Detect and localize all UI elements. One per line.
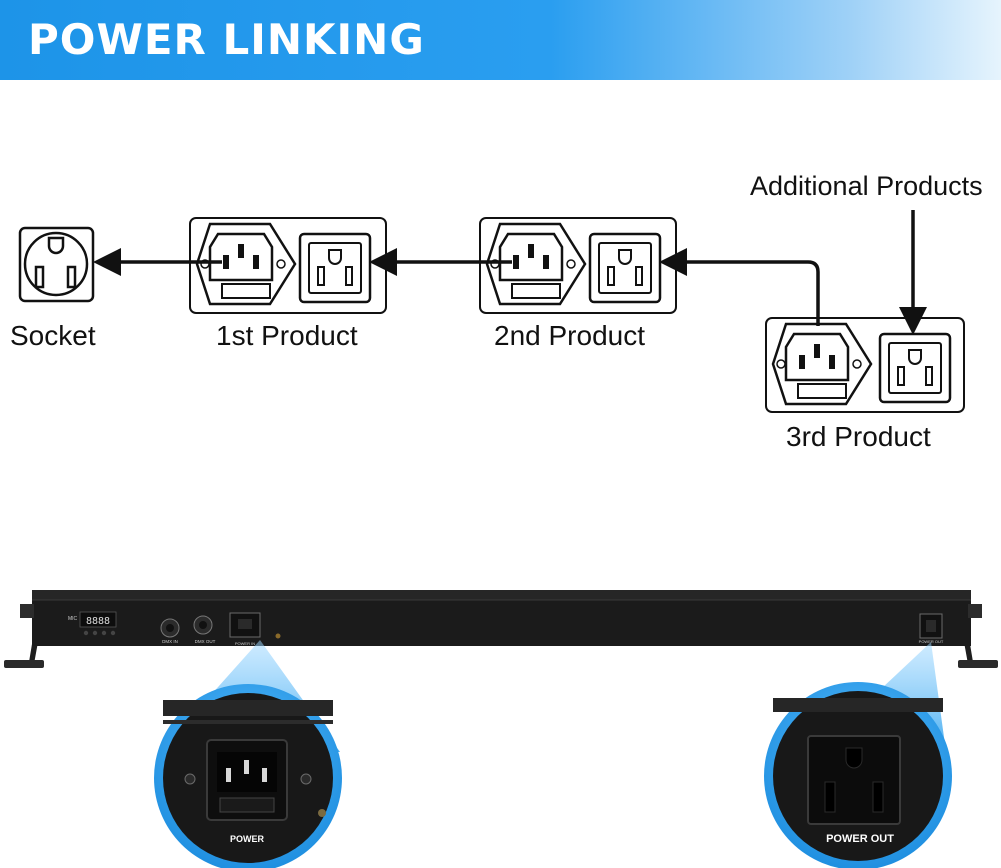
product-3-panel [765, 317, 965, 413]
iec-inlet-icon [771, 322, 873, 406]
wall-socket-icon [18, 226, 95, 303]
label-socket: Socket [10, 320, 96, 351]
dmx-in-label: DMX IN [162, 639, 178, 644]
label-2nd-product: 2nd Product [494, 320, 645, 351]
light-bar-device: 8888 MIC DMX IN DMX OUT POWER IN POWER O… [4, 590, 998, 668]
power-callout: POWER [154, 640, 342, 868]
power-in-label: POWER IN [235, 641, 255, 646]
connection-arrows [93, 210, 927, 335]
iec-inlet-icon [195, 222, 297, 306]
power-out-label: POWER OUT [919, 639, 944, 644]
display-readout: 8888 [86, 616, 110, 627]
title-banner: POWER LINKING [0, 0, 1001, 80]
outlet-icon [878, 332, 952, 404]
mic-label: MIC [68, 616, 78, 622]
label-3rd-product: 3rd Product [786, 421, 931, 452]
outlet-icon [298, 232, 372, 304]
dmx-out-label: DMX OUT [195, 639, 216, 644]
iec-inlet-icon [485, 222, 587, 306]
product-2-panel [479, 217, 677, 314]
label-additional-products: Additional Products [750, 171, 983, 201]
page-title: POWER LINKING [28, 15, 425, 64]
power-out-callout-label: POWER OUT [826, 833, 894, 845]
power-out-callout: POWER OUT [764, 642, 952, 868]
outlet-icon [588, 232, 662, 304]
product-1-panel [189, 217, 387, 314]
label-1st-product: 1st Product [216, 320, 358, 351]
arrow-product3-to-product2 [659, 248, 820, 326]
power-callout-label: POWER [230, 834, 265, 844]
